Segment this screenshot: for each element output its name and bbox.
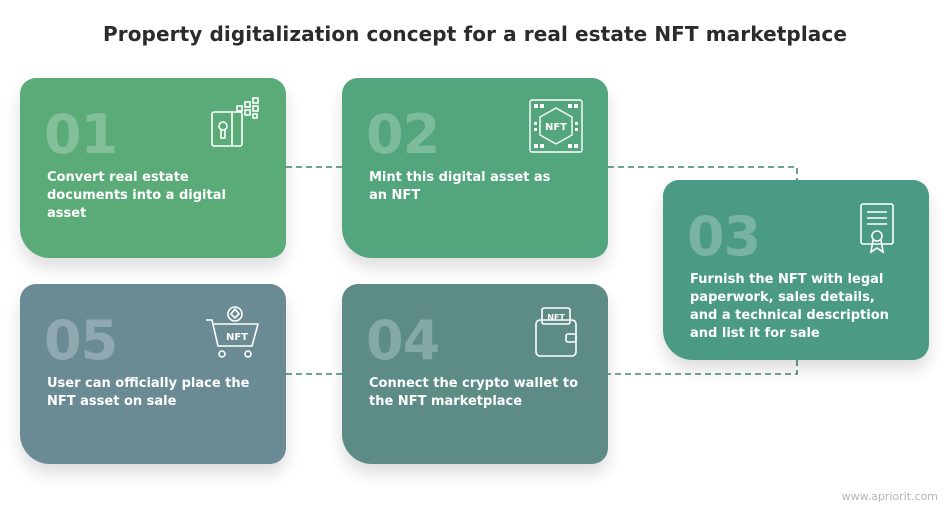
nft-wallet-label: NFT — [547, 313, 565, 322]
step-description: User can officially place the NFT asset … — [47, 376, 250, 409]
certificate-icon — [860, 203, 894, 254]
nft-cart-label: NFT — [226, 332, 248, 343]
nft-wallet-icon: NFT — [535, 307, 577, 357]
connector-02-03 — [608, 166, 798, 180]
step-number: 03 — [687, 205, 761, 268]
step-description: Convert real estate documents into a dig… — [47, 170, 226, 221]
step-card-05: 05 NFT User can officially place the NFT… — [20, 284, 286, 464]
watermark: www.apriorit.com — [841, 490, 938, 503]
step-card-03: 03 Furnish the NFT with legal paperwork,… — [663, 180, 929, 360]
nft-chip-label: NFT — [545, 122, 567, 133]
step-card-02: 02 NFT Mint this digital asset as an NFT — [342, 78, 608, 258]
step-description: Mint this digital asset as an NFT — [369, 170, 551, 203]
document-digitize-icon — [211, 97, 259, 147]
step-number: 05 — [44, 309, 118, 372]
nft-cart-icon: NFT — [206, 306, 260, 358]
step-card-04: 04 NFT Connect the crypto wallet to the … — [342, 284, 608, 464]
step-card-01: 01 Convert real estate documents into a … — [20, 78, 286, 258]
connector-03-04 — [608, 360, 798, 375]
nft-chip-icon: NFT — [529, 99, 583, 153]
page-title: Property digitalization concept for a re… — [102, 22, 848, 46]
step-description: Furnish the NFT with legal paperwork, sa… — [690, 272, 889, 341]
step-description: Connect the crypto wallet to the NFT mar… — [369, 376, 579, 409]
step-number: 02 — [366, 103, 440, 166]
step-number: 04 — [366, 309, 440, 372]
step-number: 01 — [44, 103, 118, 166]
